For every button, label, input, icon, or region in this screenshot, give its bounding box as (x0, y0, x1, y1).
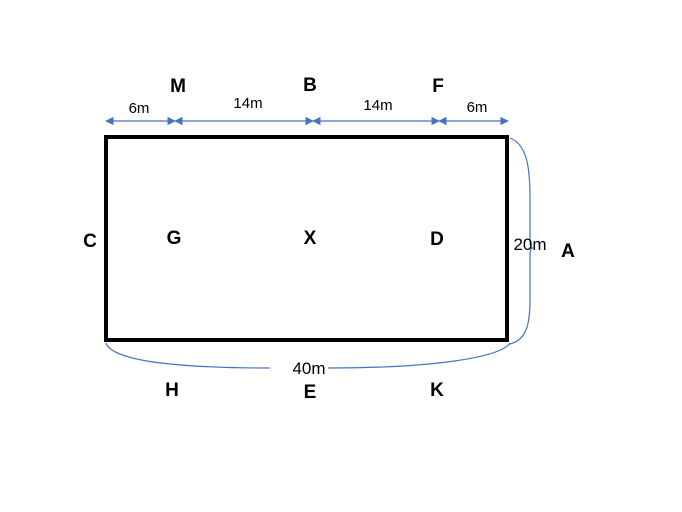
dim-label-top-mid-left: 14m (233, 95, 262, 112)
point-label-m: M (170, 76, 186, 97)
point-label-g: G (167, 228, 182, 249)
point-label-h: H (165, 380, 179, 401)
dim-label-top-left: 6m (129, 100, 150, 117)
point-label-d: D (430, 229, 444, 250)
point-label-f: F (432, 76, 444, 97)
dim-label-top-right: 6m (467, 99, 488, 116)
point-label-a: A (561, 241, 575, 262)
point-label-k: K (430, 380, 444, 401)
point-label-b: B (303, 75, 317, 96)
dim-label-top-mid-right: 14m (363, 97, 392, 114)
point-label-x: X (304, 228, 317, 249)
dim-brace-right (509, 137, 534, 345)
dim-brace-bottom (105, 342, 511, 369)
point-label-e: E (304, 382, 317, 403)
dim-label-right-side: 20m (513, 235, 546, 254)
dim-label-bottom: 40m (292, 359, 325, 378)
field-rectangle (104, 135, 509, 342)
point-label-c: C (83, 231, 97, 252)
